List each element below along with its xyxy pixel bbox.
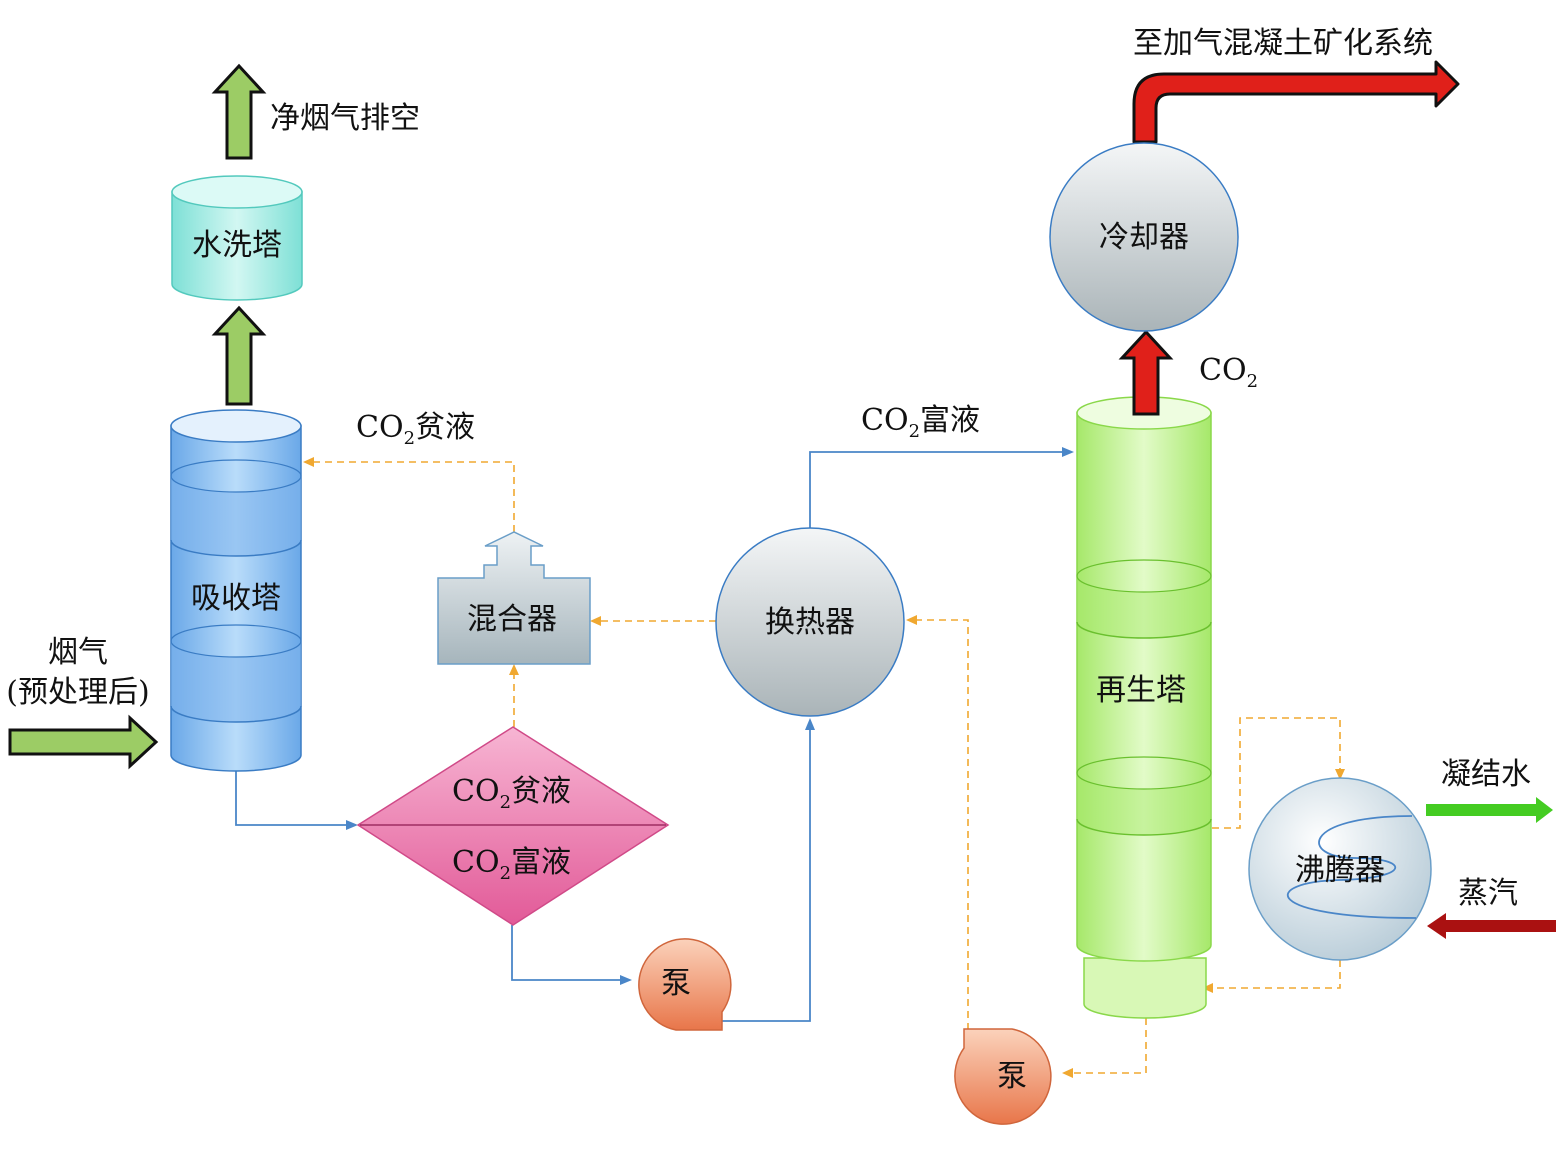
rich-solution-top-label: CO2富液 [861,403,980,442]
flue-gas-label: 烟气 [48,635,108,670]
arrowhead [1335,769,1345,780]
heat-exchanger-label: 换热器 [765,605,855,640]
co2-to-mineralization-arrow [1132,60,1460,144]
co2-label: CO2 [1199,353,1258,392]
reboiler [1248,777,1432,961]
arrowhead [303,457,314,467]
flue-gas-inlet-arrow [8,714,159,770]
rich-line-absorber-to-separator [235,770,355,826]
clean-flue-gas-vent-label: 净烟气排空 [270,101,420,136]
cooler-label: 冷却器 [1099,220,1189,255]
lean-line-pump2-to-exchanger [912,619,969,1030]
regenerator-label: 再生塔 [1096,673,1186,708]
pump-1 [638,938,732,1031]
condensate-outlet-arrow [1426,797,1553,823]
arrowhead [1202,983,1213,993]
to-mineralization-label: 至加气混凝土矿化系统 [1133,26,1433,61]
arrowhead [590,616,601,626]
regenerator-tower [1076,396,1212,1019]
flue-gas-pretreated-label: (预处理后) [6,675,149,710]
rich-line-exchanger-to-regenerator [809,451,1070,530]
absorber-tower [170,409,302,772]
pump-2 [954,1028,1052,1125]
lean-line-reboiler-to-regenerator [1208,960,1341,989]
arrowhead [1062,447,1074,457]
pump-1-label: 泵 [661,966,691,1001]
lean-line-regenerator-to-pump2 [1068,1018,1147,1074]
water-wash-tower [171,175,303,301]
arrowhead [620,975,632,985]
lean-solution-top-label: CO2贫液 [356,410,475,449]
pump-2-label: 泵 [997,1059,1027,1094]
mixer [437,531,591,665]
arrowhead [346,820,358,830]
lean-line-regenerator-to-reboiler [1212,717,1341,829]
arrowhead [805,718,815,730]
absorber-label: 吸收塔 [191,581,281,616]
lean-line-mixer-to-absorber [308,461,515,532]
mixer-label: 混合器 [467,602,557,637]
reboiler-label: 沸腾器 [1295,853,1385,888]
steam-inlet-arrow [1427,913,1556,939]
arrowhead [906,615,917,625]
steam-label: 蒸汽 [1458,876,1518,911]
cooler [1049,142,1239,332]
separator-lean-label: CO2贫液 [452,774,571,813]
clean-gas-vent-arrow [211,63,267,160]
separator-diamond [356,726,670,926]
rich-line-separator-to-pump [511,925,628,981]
gas-up-arrow-absorber-to-wash [211,305,267,406]
condensate-label: 凝结水 [1441,757,1531,792]
separator-rich-label: CO2富液 [452,845,571,884]
arrowhead [1062,1068,1073,1078]
co2-up-arrow [1118,329,1174,416]
heat-exchanger [715,527,905,717]
rich-line-pump-to-exchanger [722,722,811,1022]
water-wash-tower-label: 水洗塔 [192,228,282,263]
arrowhead [509,664,519,675]
